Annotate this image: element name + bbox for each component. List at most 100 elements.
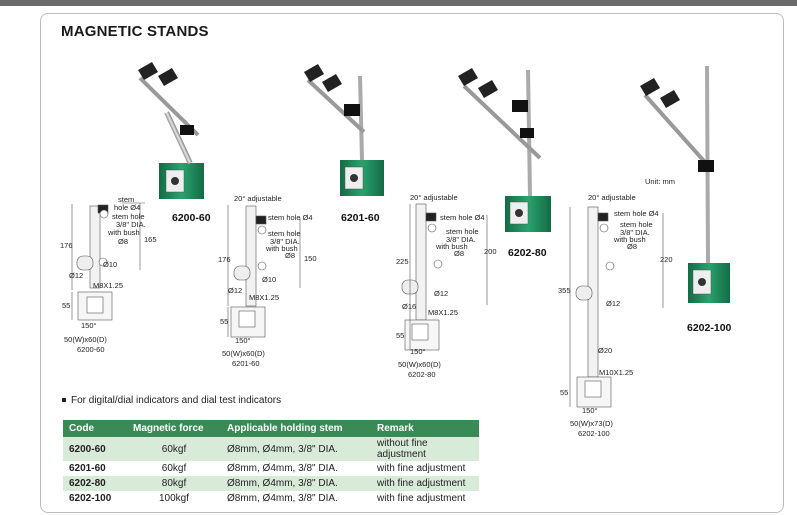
label-220: 220 (660, 255, 673, 264)
label-55: 55 (220, 317, 229, 326)
cell-force: 60kgf (127, 437, 221, 461)
label-code-small: 6201-60 (232, 359, 260, 368)
label-adj: 20° adjustable (588, 193, 636, 202)
table-row: 6202-80 80kgf Ø8mm, Ø4mm, 3/8" DIA. with… (63, 476, 479, 491)
label-adj: 20° adjustable (410, 193, 458, 202)
label-150h: 150 (304, 254, 317, 263)
label-stemhole: stem hole (620, 220, 653, 229)
spec-table: Code Magnetic force Applicable holding s… (63, 420, 479, 506)
label-200: 200 (484, 247, 497, 256)
note: For digital/dial indicators and dial tes… (62, 395, 281, 406)
cell-code: 6200-60 (63, 437, 127, 461)
label-150: 150° (235, 336, 251, 345)
cell-code: 6202-100 (69, 493, 112, 504)
table-row: 6202-100 100kgf Ø8mm, Ø4mm, 3/8" DIA. wi… (63, 491, 479, 506)
label-bush: with bush (614, 235, 646, 244)
label-d8: Ø8 (627, 242, 638, 251)
label-base: 50(W)x73(D) (570, 419, 613, 428)
cell-remark: with fine adjustment (377, 493, 466, 504)
cell-stem: Ø8mm, Ø4mm, 3/8" DIA. (227, 493, 338, 504)
label-d12: Ø12 (606, 299, 621, 308)
drawing-6201-60 (227, 205, 301, 338)
label-d8: Ø8 (118, 237, 129, 246)
label-stemhole: stem hole (268, 229, 301, 238)
label-d10: Ø10 (103, 260, 118, 269)
table-row: 6201-60 60kgf Ø8mm, Ø4mm, 3/8" DIA. with… (63, 461, 479, 476)
cell-code: 6201-60 (69, 463, 106, 474)
label-base: 50(W)x60(D) (398, 360, 441, 369)
label-stemhole4: stem hole Ø4 (440, 213, 485, 222)
photo-6201-60 (304, 64, 384, 196)
cell-remark: with fine adjustment (377, 463, 466, 474)
label-d12: Ø12 (434, 289, 449, 298)
label-stemhole4: stem hole Ø4 (614, 209, 659, 218)
label-base: 50(W)x60(D) (64, 335, 107, 344)
label-dia: 3/8" DIA. (620, 228, 650, 237)
label-d20: Ø20 (598, 346, 613, 355)
photo-6200-60 (138, 62, 204, 199)
unit-note: Unit: mm (645, 177, 675, 186)
header-code: Code (63, 420, 127, 437)
label-code-small: 6200-60 (77, 345, 105, 354)
photo-6202-80 (458, 68, 551, 232)
label-d8: Ø8 (285, 251, 296, 260)
label-bush: with bush (266, 244, 298, 253)
label-55: 55 (560, 388, 569, 397)
label-176: 176 (60, 241, 73, 250)
drawing-6202-100 (569, 206, 664, 408)
code-6202-80: 6202-80 (508, 247, 547, 259)
top-bar (0, 0, 797, 6)
drawing-6202-80 (401, 203, 488, 351)
cell-remark: without fine adjustment (371, 437, 479, 461)
label-bush: with bush (436, 242, 468, 251)
label-225: 225 (396, 257, 409, 266)
label-150: 150° (410, 347, 426, 356)
cell-stem: Ø8mm, Ø4mm, 3/8" DIA. (221, 437, 371, 461)
label-dia: 3/8" DIA. (446, 235, 476, 244)
label-m8: M8X1.25 (93, 281, 124, 290)
note-text: For digital/dial indicators and dial tes… (71, 395, 282, 406)
cell-remark: with fine adjustment (371, 476, 479, 491)
code-6200-60: 6200-60 (172, 212, 211, 224)
label-150: 150° (582, 406, 598, 415)
label-m8: M8X1.25 (428, 308, 459, 317)
label-176: 176 (218, 255, 231, 264)
label-base: 50(W)x60(D) (222, 349, 265, 358)
label-55: 55 (396, 331, 405, 340)
cell-stem: Ø8mm, Ø4mm, 3/8" DIA. (221, 476, 371, 491)
label-d10: Ø10 (262, 275, 277, 284)
cell-force: 60kgf (161, 463, 187, 474)
label-code-small: 6202-80 (408, 370, 436, 379)
label-stem: stem (118, 195, 135, 204)
header-magnetic-force: Magnetic force (127, 420, 221, 437)
label-d8: Ø8 (454, 249, 465, 258)
label-d16: Ø16 (402, 302, 417, 311)
label-adj: 20° adjustable (234, 194, 282, 203)
label-m8: M8X1.25 (249, 293, 280, 302)
table-header-row: Code Magnetic force Applicable holding s… (63, 420, 479, 437)
label-stemhole: stem hole (112, 212, 145, 221)
label-165: 165 (144, 235, 157, 244)
code-6202-100: 6202-100 (687, 322, 732, 334)
label-bush: with bush (108, 228, 140, 237)
header-holding-stem: Applicable holding stem (221, 420, 371, 437)
cell-force: 100kgf (158, 493, 190, 504)
label-hole4: hole Ø4 (114, 203, 141, 212)
drawing-6200-60 (71, 202, 145, 321)
header-remark: Remark (371, 420, 479, 437)
label-355: 355 (558, 286, 571, 295)
label-150: 150° (81, 321, 97, 330)
label-dia: 3/8" DIA. (270, 237, 300, 246)
label-d12: Ø12 (69, 271, 84, 280)
code-6201-60: 6201-60 (341, 212, 380, 224)
label-m10: M10X1.25 (599, 368, 634, 377)
cell-force: 80kgf (127, 476, 221, 491)
label-d12: Ø12 (228, 286, 243, 295)
bullet-icon (62, 398, 66, 403)
label-55: 55 (62, 301, 71, 310)
label-dia: 3/8" DIA. (116, 220, 146, 229)
label-code-small: 6202-100 (578, 429, 610, 438)
cell-stem: Ø8mm, Ø4mm, 3/8" DIA. (227, 463, 338, 474)
cell-code: 6202-80 (63, 476, 127, 491)
